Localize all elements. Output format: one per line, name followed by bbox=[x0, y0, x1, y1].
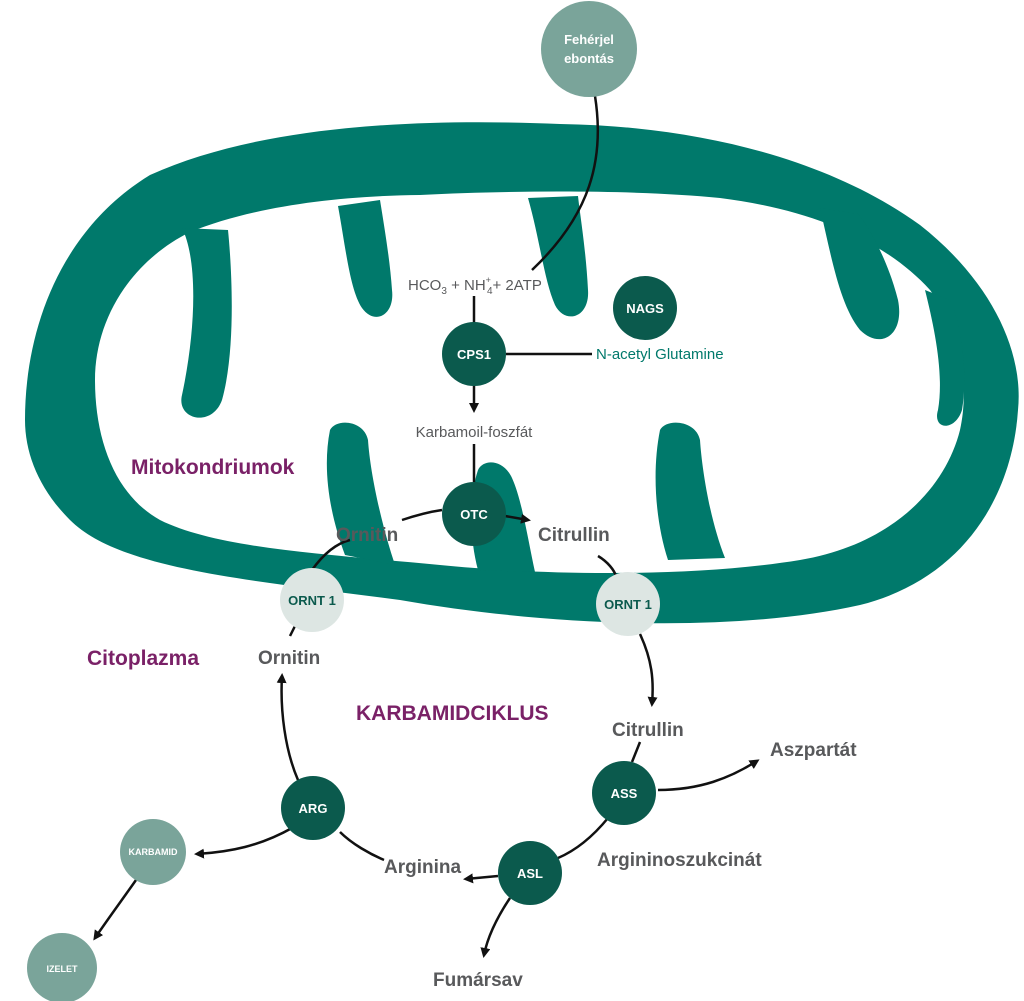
argininoszukcinat-label: Argininoszukcinát bbox=[597, 850, 762, 871]
karbamid-label: KARBAMID bbox=[129, 847, 178, 857]
node-nags: NAGS bbox=[613, 276, 677, 340]
node-asl: ASL bbox=[498, 841, 562, 905]
arg-label: ARG bbox=[299, 801, 328, 816]
edge-otc-to-citrullin bbox=[504, 513, 531, 524]
ornitin-out-label: Ornitin bbox=[258, 648, 320, 669]
protein-label-line1: Fehérjel bbox=[564, 32, 614, 47]
edge-asl-to-arginina bbox=[463, 873, 499, 884]
mitochondrion-matrix bbox=[95, 191, 964, 574]
ornt1-right-label: ORNT 1 bbox=[604, 597, 652, 612]
crista-top-4 bbox=[820, 208, 900, 340]
cps1-label: CPS1 bbox=[457, 347, 491, 362]
node-ornt1-left: ORNT 1 bbox=[280, 568, 344, 632]
node-protein-breakdown: Fehérjel ebontás bbox=[541, 1, 637, 97]
edge-citrullin-to-ornt1 bbox=[597, 554, 618, 577]
nag-label: N-acetyl Glutamine bbox=[596, 346, 724, 363]
edge-karbamid-to-izelet bbox=[93, 879, 138, 941]
crista-top-5 bbox=[925, 290, 965, 426]
edge-ass-to-aszpartat bbox=[657, 759, 760, 792]
edge-arg-to-karbamid bbox=[194, 826, 293, 859]
aszpartat-label: Aszpartát bbox=[770, 740, 857, 761]
edge-ornitin-to-otc bbox=[401, 508, 443, 522]
edge-asl-to-fumarsav bbox=[480, 897, 512, 958]
cytoplasm-label: Citoplazma bbox=[87, 647, 199, 670]
protein-label-line2: ebontás bbox=[564, 51, 614, 66]
node-karbamid: KARBAMID bbox=[120, 819, 186, 885]
hco3-label: HCO3 + NH+4+ 2ATP bbox=[408, 275, 542, 297]
edge-arginina-to-arg bbox=[339, 831, 385, 862]
node-arg: ARG bbox=[281, 776, 345, 840]
node-izelet: IZELET bbox=[27, 933, 97, 1001]
nags-label: NAGS bbox=[626, 301, 664, 316]
mitochondria-label: Mitokondriumok bbox=[131, 456, 295, 479]
edge-ornt1-to-citrullin-out bbox=[638, 633, 658, 707]
ornitin-in-label: Ornitin bbox=[336, 525, 398, 546]
crista-bottom-1 bbox=[326, 422, 395, 565]
izelet-label: IZELET bbox=[47, 964, 79, 974]
edge-protein-to-hco3 bbox=[531, 95, 600, 271]
cycle-title: KARBAMIDCIKLUS bbox=[356, 702, 549, 725]
otc-label: OTC bbox=[460, 507, 488, 522]
fumarsav-label: Fumársav bbox=[433, 970, 523, 991]
asl-label: ASL bbox=[517, 866, 543, 881]
edge-arg-to-ornitin-out bbox=[276, 673, 300, 781]
crista-top-3 bbox=[528, 196, 589, 317]
node-ornt1-right: ORNT 1 bbox=[596, 572, 660, 636]
citrullin-out-label: Citrullin bbox=[612, 720, 684, 741]
crista-top-2 bbox=[338, 200, 393, 317]
node-ass: ASS bbox=[592, 761, 656, 825]
node-cps1: CPS1 bbox=[442, 322, 506, 386]
edge-ass-to-asl bbox=[557, 817, 609, 860]
carbamoyl-label: Karbamoil-foszfát bbox=[416, 424, 534, 441]
node-otc: OTC bbox=[442, 482, 506, 546]
ass-label: ASS bbox=[611, 786, 638, 801]
ornt1-left-label: ORNT 1 bbox=[288, 593, 336, 608]
citrullin-in-label: Citrullin bbox=[538, 525, 610, 546]
edge-citrullin-out-to-ass bbox=[630, 741, 642, 763]
crista-top-1 bbox=[181, 228, 232, 418]
arginina-label: Arginina bbox=[384, 857, 461, 878]
edge-ornt1-to-ornitin-in bbox=[310, 538, 351, 571]
crista-bottom-3 bbox=[655, 422, 725, 560]
